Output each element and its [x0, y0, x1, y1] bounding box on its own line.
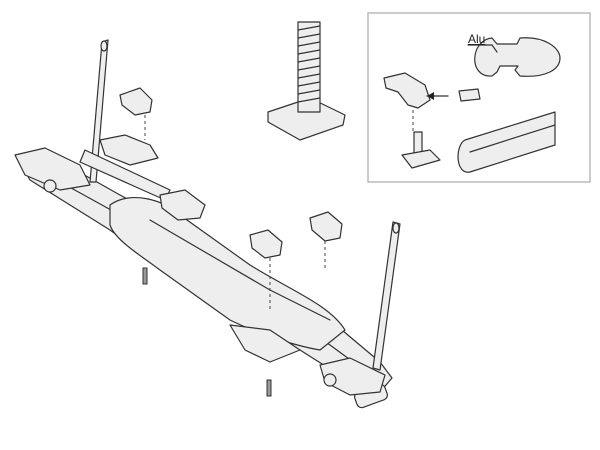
bracket-5	[159, 189, 206, 221]
bracket-3	[249, 229, 283, 259]
front-wheel-holder	[14, 147, 91, 193]
rear-wheel-holder	[319, 357, 386, 396]
rail-assembly	[17, 149, 393, 409]
pin-2	[266, 379, 272, 397]
inset-pin	[458, 88, 481, 102]
inset-bar	[457, 111, 556, 173]
bracket-1	[119, 87, 153, 116]
bracket-2	[99, 134, 159, 166]
bracket-4	[309, 211, 343, 242]
inset-panel	[367, 12, 591, 183]
t-bolt	[267, 21, 346, 141]
alu-profile	[474, 37, 561, 77]
left-pole	[89, 39, 109, 183]
pin-1	[142, 267, 148, 285]
inset-t-bolt-plate	[401, 149, 441, 169]
alu-label: Alu	[468, 32, 486, 46]
inset-bracket	[383, 72, 431, 109]
right-pole	[372, 221, 401, 371]
